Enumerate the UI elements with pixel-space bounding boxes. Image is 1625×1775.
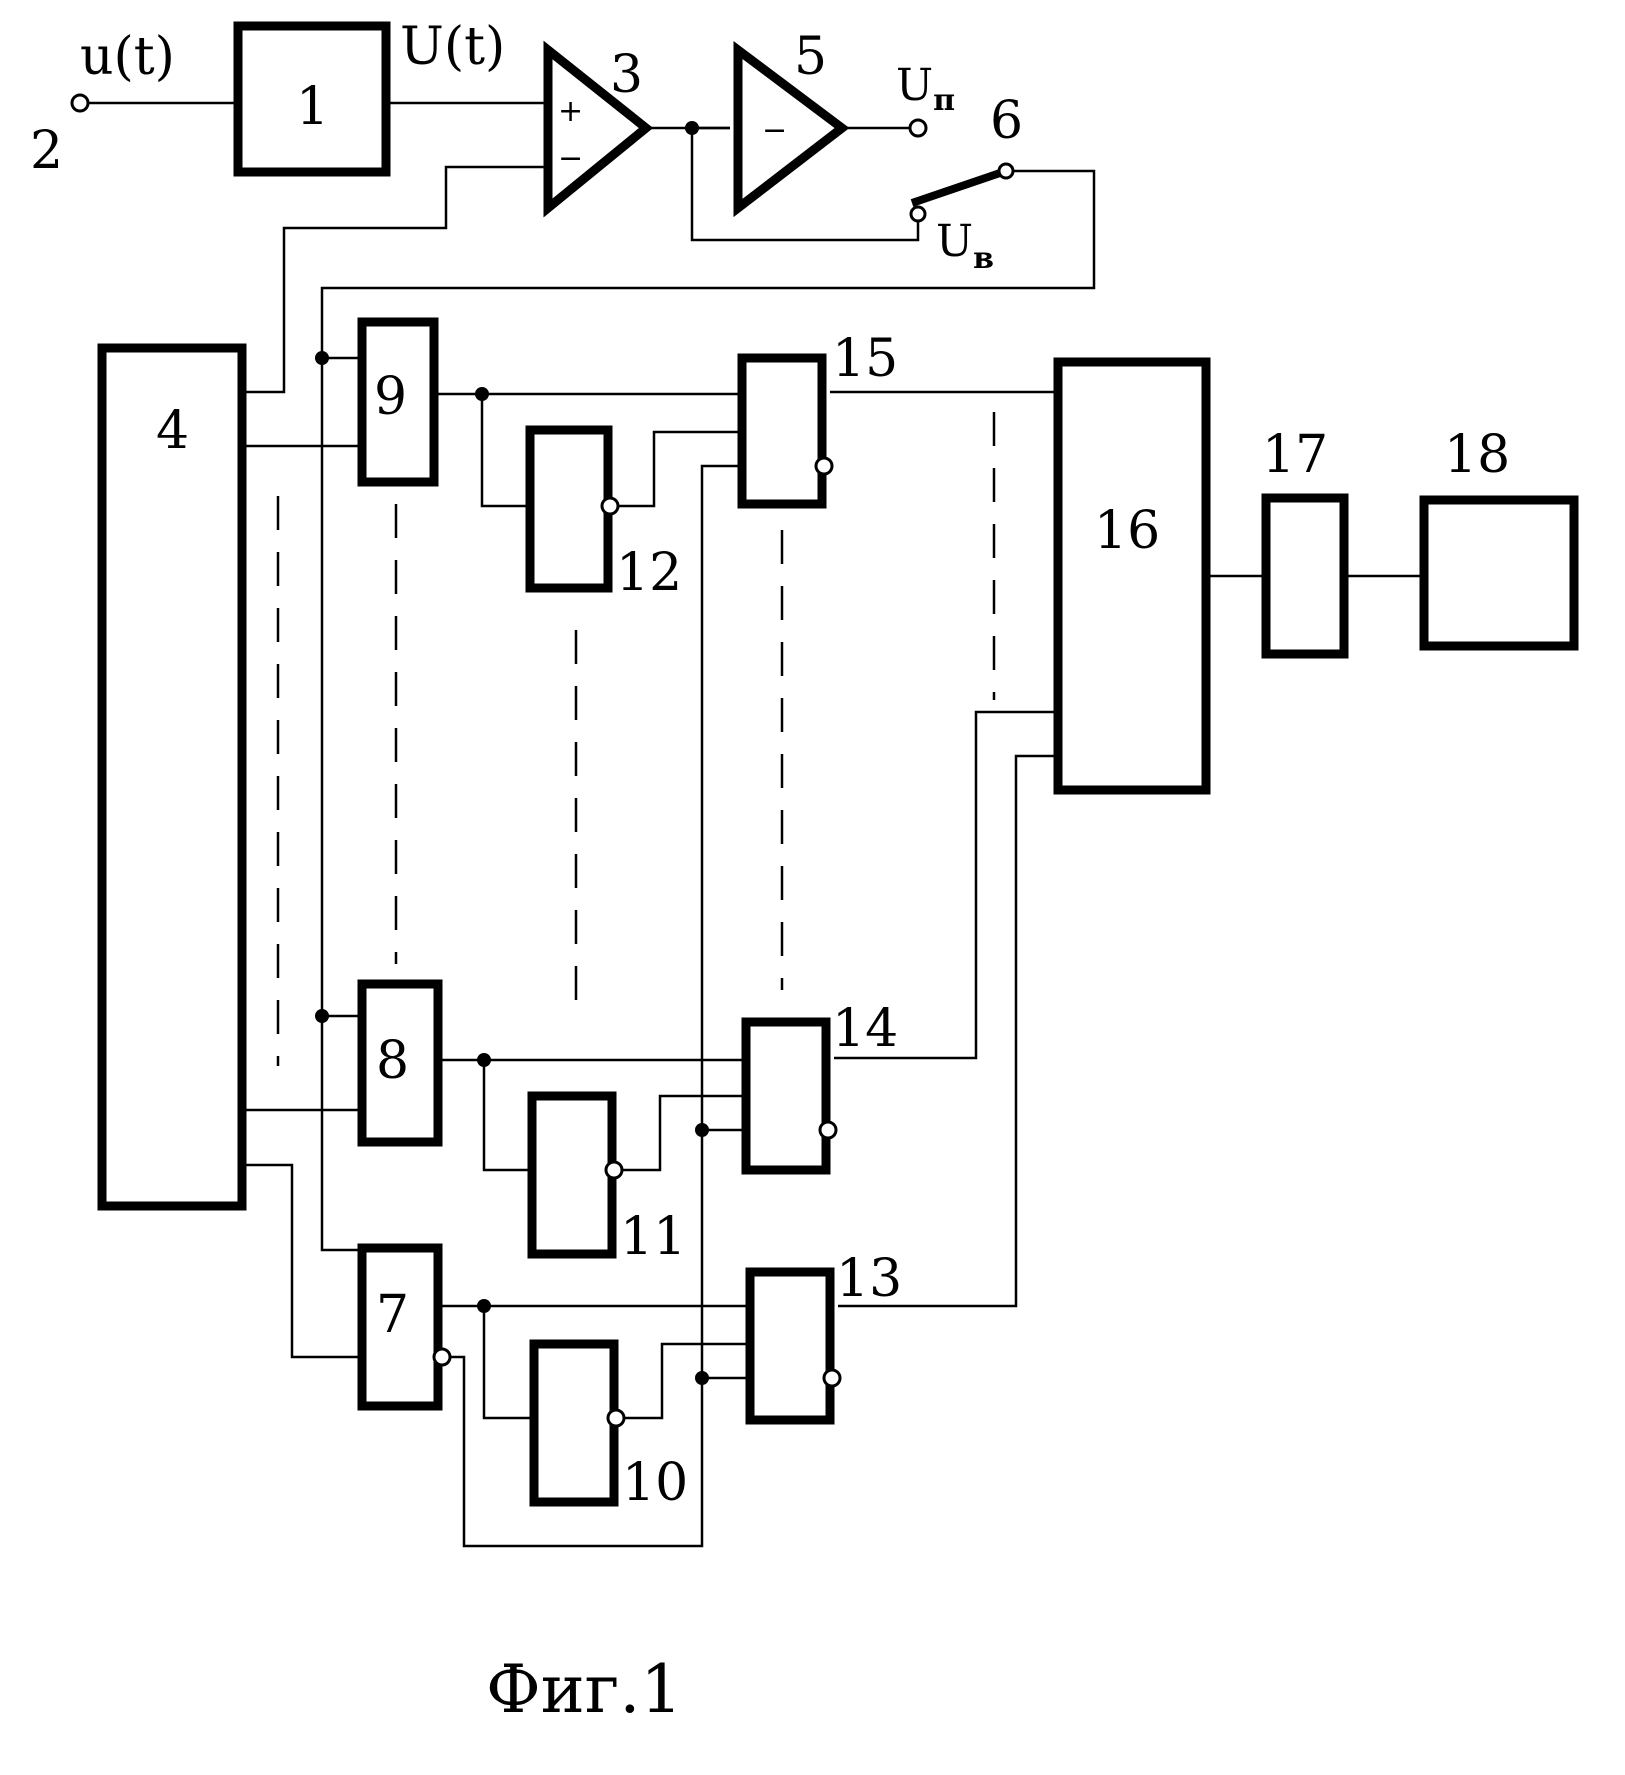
label-3: 3 [610, 45, 643, 105]
amp5-minus-sign: − [762, 113, 787, 148]
signal-u-lower: u(t) [80, 27, 175, 87]
block-10 [534, 1344, 614, 1502]
inv-bubble-12 [602, 498, 618, 514]
label-9: 9 [374, 367, 407, 427]
block-17 [1266, 498, 1344, 654]
inv-bubble-15 [816, 458, 832, 474]
label-8: 8 [376, 1031, 409, 1091]
label-17: 17 [1262, 425, 1328, 485]
inv-bubble-13 [824, 1370, 840, 1386]
amp3-minus-sign: − [558, 141, 583, 176]
block-11 [532, 1096, 612, 1254]
label-16: 16 [1094, 501, 1160, 561]
inv-bubble-14 [820, 1122, 836, 1138]
amp3-plus-sign: + [558, 94, 583, 129]
output-terminal-up [910, 120, 926, 136]
label-6: 6 [990, 91, 1023, 151]
dashed-continuations [278, 412, 994, 1066]
label-10: 10 [622, 1453, 688, 1513]
label-18: 18 [1444, 425, 1510, 485]
block-12 [530, 430, 608, 588]
block-13 [750, 1272, 830, 1420]
input-terminal-2 [72, 95, 88, 111]
label-4: 4 [156, 401, 189, 461]
signal-uv: Uв [936, 216, 994, 276]
signal-up: Uп [896, 60, 955, 118]
label-14: 14 [832, 999, 898, 1059]
signal-u-upper: U(t) [400, 17, 505, 77]
inv-bubble-7 [434, 1349, 450, 1365]
block-4 [102, 348, 242, 1206]
block-18 [1424, 500, 1574, 646]
label-13: 13 [836, 1249, 902, 1309]
block-14 [746, 1022, 826, 1170]
inv-bubble-10 [608, 1410, 624, 1426]
label-5: 5 [794, 27, 827, 87]
figure-caption: Фиг.1 [486, 1651, 682, 1728]
inv-bubble-11 [606, 1162, 622, 1178]
label-11: 11 [620, 1207, 686, 1267]
label-7: 7 [376, 1285, 409, 1345]
junction-dots [315, 121, 709, 1385]
block-16 [1058, 362, 1206, 790]
label-2: 2 [30, 121, 63, 181]
label-1: 1 [296, 77, 329, 137]
label-12: 12 [616, 543, 682, 603]
label-15: 15 [832, 329, 898, 389]
switch-6 [911, 164, 1013, 221]
block-15 [742, 358, 822, 504]
